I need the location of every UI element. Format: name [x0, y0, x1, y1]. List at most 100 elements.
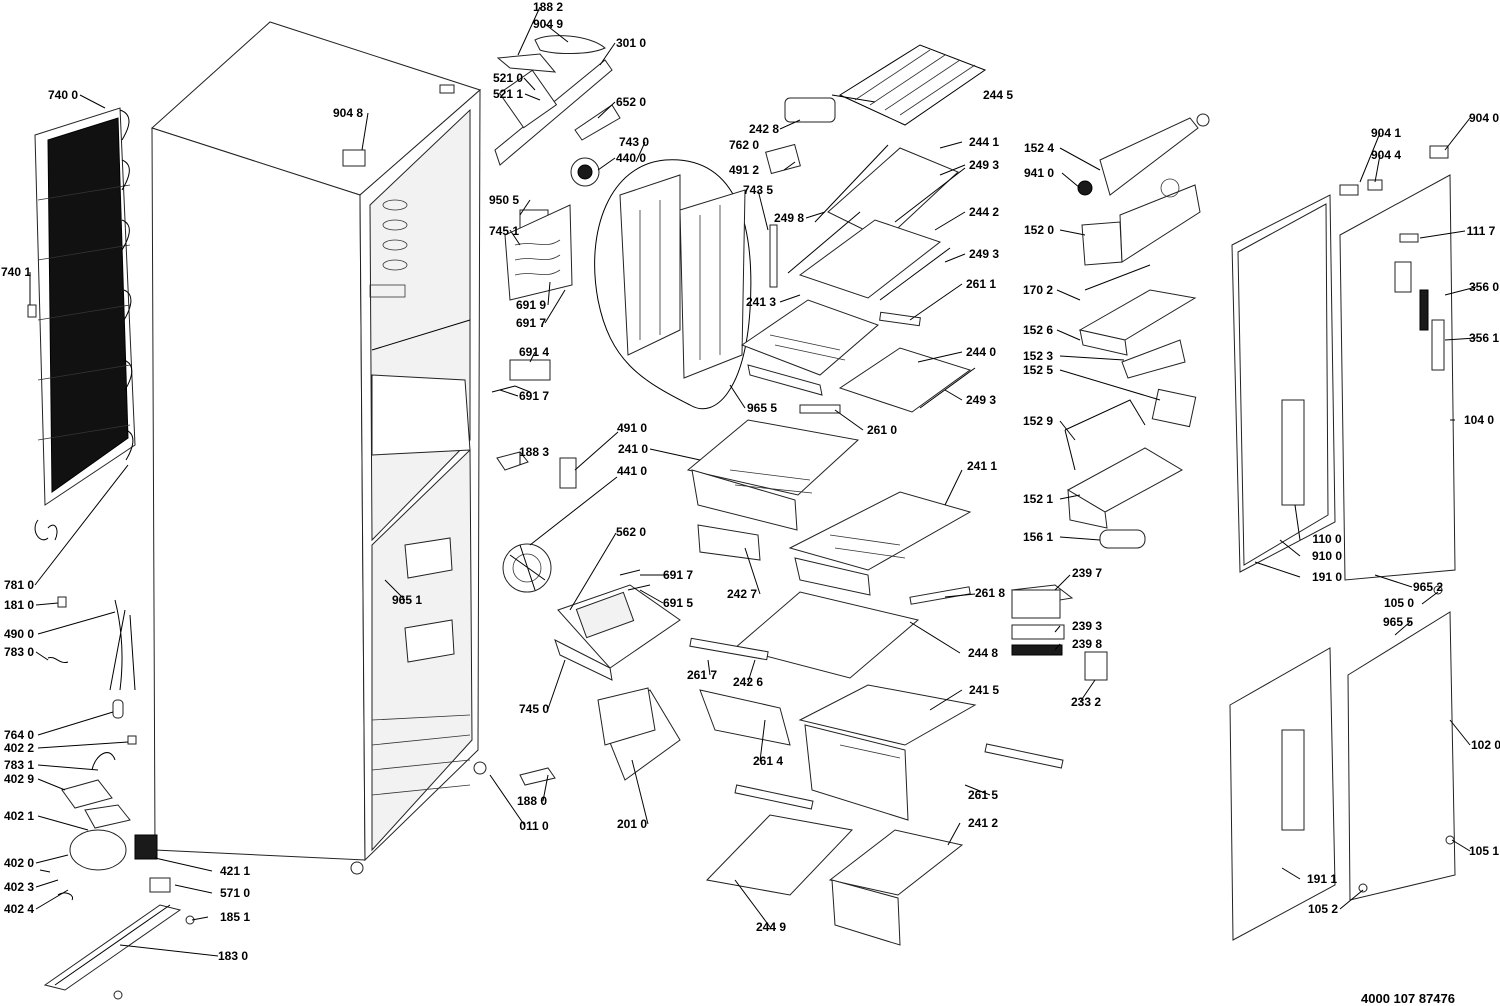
- part-label-102-0: 102 0: [1471, 738, 1500, 752]
- part-label-261-4: 261 4: [753, 754, 783, 768]
- part-label-244-0: 244 0: [966, 345, 996, 359]
- part-label-402-1: 402 1: [4, 809, 34, 823]
- part-label-105-2: 105 2: [1308, 902, 1338, 916]
- part-label-521-1: 521 1: [493, 87, 523, 101]
- part-label-244-5: 244 5: [983, 88, 1013, 102]
- part-label-241-1: 241 1: [967, 459, 997, 473]
- part-label-241-0: 241 0: [618, 442, 648, 456]
- part-label-521-0: 521 0: [493, 71, 523, 85]
- part-label-691-9: 691 9: [516, 298, 546, 312]
- part-label-105-0: 105 0: [1384, 596, 1414, 610]
- top-panel-drawing: [491, 35, 621, 393]
- shelves-drawers-drawing: [686, 44, 1064, 946]
- part-label-241-5: 241 5: [969, 683, 999, 697]
- part-label-110-0: 110 0: [1312, 532, 1342, 546]
- part-label-233-2: 233 2: [1071, 695, 1101, 709]
- part-label-249-8: 249 8: [774, 211, 804, 225]
- part-label-191-1: 191 1: [1307, 872, 1337, 886]
- part-label-152-6: 152 6: [1023, 323, 1053, 337]
- part-label-745-1: 745 1: [489, 224, 519, 238]
- part-label-783-1: 783 1: [4, 758, 34, 772]
- part-label-691-7b: 691 7: [519, 389, 549, 403]
- part-label-764-0: 764 0: [4, 728, 34, 742]
- part-label-652-0: 652 0: [616, 95, 646, 109]
- part-label-562-0: 562 0: [616, 525, 646, 539]
- part-label-904-9: 904 9: [533, 17, 563, 31]
- part-label-490-0: 490 0: [4, 627, 34, 641]
- part-label-242-8: 242 8: [749, 122, 779, 136]
- part-label-950-5: 950 5: [489, 193, 519, 207]
- part-label-152-4: 152 4: [1024, 141, 1054, 155]
- condenser-drawing: [27, 107, 136, 541]
- compressor-base-drawing: [39, 596, 195, 1000]
- part-label-965-5b: 965 5: [1383, 615, 1413, 629]
- part-label-191-0: 191 0: [1312, 570, 1342, 584]
- part-label-152-1: 152 1: [1023, 492, 1053, 506]
- part-label-104-0: 104 0: [1464, 413, 1494, 427]
- part-label-691-7c: 691 7: [663, 568, 693, 582]
- part-label-904-1: 904 1: [1371, 126, 1401, 140]
- part-label-201-0: 201 0: [617, 817, 647, 831]
- part-label-941-0: 941 0: [1024, 166, 1054, 180]
- part-label-356-1: 356 1: [1469, 331, 1499, 345]
- part-label-904-4: 904 4: [1371, 148, 1401, 162]
- part-label-156-1: 156 1: [1023, 530, 1053, 544]
- part-label-244-2: 244 2: [969, 205, 999, 219]
- part-label-904-8: 904 8: [333, 106, 363, 120]
- part-label-188-3: 188 3: [519, 445, 549, 459]
- part-label-491-2: 491 2: [729, 163, 759, 177]
- part-label-183-0: 183 0: [218, 949, 248, 963]
- doors-drawing: [1229, 145, 1456, 941]
- part-label-152-9: 152 9: [1023, 414, 1053, 428]
- part-label-402-9: 402 9: [4, 772, 34, 786]
- part-label-249-3b: 249 3: [969, 247, 999, 261]
- mid-small-parts-drawing: [496, 451, 681, 786]
- part-label-571-0: 571 0: [220, 886, 250, 900]
- part-label-239-7: 239 7: [1072, 566, 1102, 580]
- part-label-188-2: 188 2: [533, 0, 563, 14]
- part-label-261-8: 261 8: [975, 586, 1005, 600]
- part-label-105-1: 105 1: [1469, 844, 1499, 858]
- part-label-740-0: 740 0: [48, 88, 78, 102]
- part-label-965-2: 965 2: [1413, 580, 1443, 594]
- part-label-762-0: 762 0: [729, 138, 759, 152]
- part-label-740-1: 740 1: [1, 265, 31, 279]
- part-label-239-3: 239 3: [1072, 619, 1102, 633]
- part-label-691-4: 691 4: [519, 345, 549, 359]
- part-label-152-0: 152 0: [1024, 223, 1054, 237]
- part-label-743-5: 743 5: [743, 183, 773, 197]
- part-label-783-0: 783 0: [4, 645, 34, 659]
- part-label-261-0: 261 0: [867, 423, 897, 437]
- part-label-910-0: 910 0: [1312, 549, 1342, 563]
- part-label-402-3: 402 3: [4, 880, 34, 894]
- door-bins-drawing: [1010, 113, 1210, 681]
- evaporator-group-drawing: [594, 159, 778, 410]
- part-label-402-2: 402 2: [4, 741, 34, 755]
- part-label-181-0: 181 0: [4, 598, 34, 612]
- part-label-421-1: 421 1: [220, 864, 250, 878]
- document-code: 4000 107 87476: [1361, 991, 1455, 1006]
- part-label-244-1: 244 1: [969, 135, 999, 149]
- part-label-781-0: 781 0: [4, 578, 34, 592]
- part-label-152-5: 152 5: [1023, 363, 1053, 377]
- part-label-745-0: 745 0: [519, 702, 549, 716]
- part-label-188-0: 188 0: [517, 794, 547, 808]
- part-label-185-1: 185 1: [220, 910, 250, 924]
- part-label-261-1: 261 1: [966, 277, 996, 291]
- part-label-249-3c: 249 3: [966, 393, 996, 407]
- part-labels: 188 2 904 9 301 0 521 0 521 1 652 0 740 …: [1, 0, 1500, 963]
- part-label-244-9: 244 9: [756, 920, 786, 934]
- part-label-111-7: 111 7: [1467, 224, 1496, 238]
- part-label-170-2: 170 2: [1023, 283, 1053, 297]
- part-label-965-5a: 965 5: [747, 401, 777, 415]
- part-label-261-7: 261 7: [687, 668, 717, 682]
- part-label-491-0: 491 0: [617, 421, 647, 435]
- part-label-261-5: 261 5: [968, 788, 998, 802]
- part-label-239-8: 239 8: [1072, 637, 1102, 651]
- part-label-242-6: 242 6: [733, 675, 763, 689]
- part-label-244-8: 244 8: [968, 646, 998, 660]
- part-label-402-4: 402 4: [4, 902, 34, 916]
- part-label-965-1: 965 1: [392, 593, 422, 607]
- part-label-356-0: 356 0: [1469, 280, 1499, 294]
